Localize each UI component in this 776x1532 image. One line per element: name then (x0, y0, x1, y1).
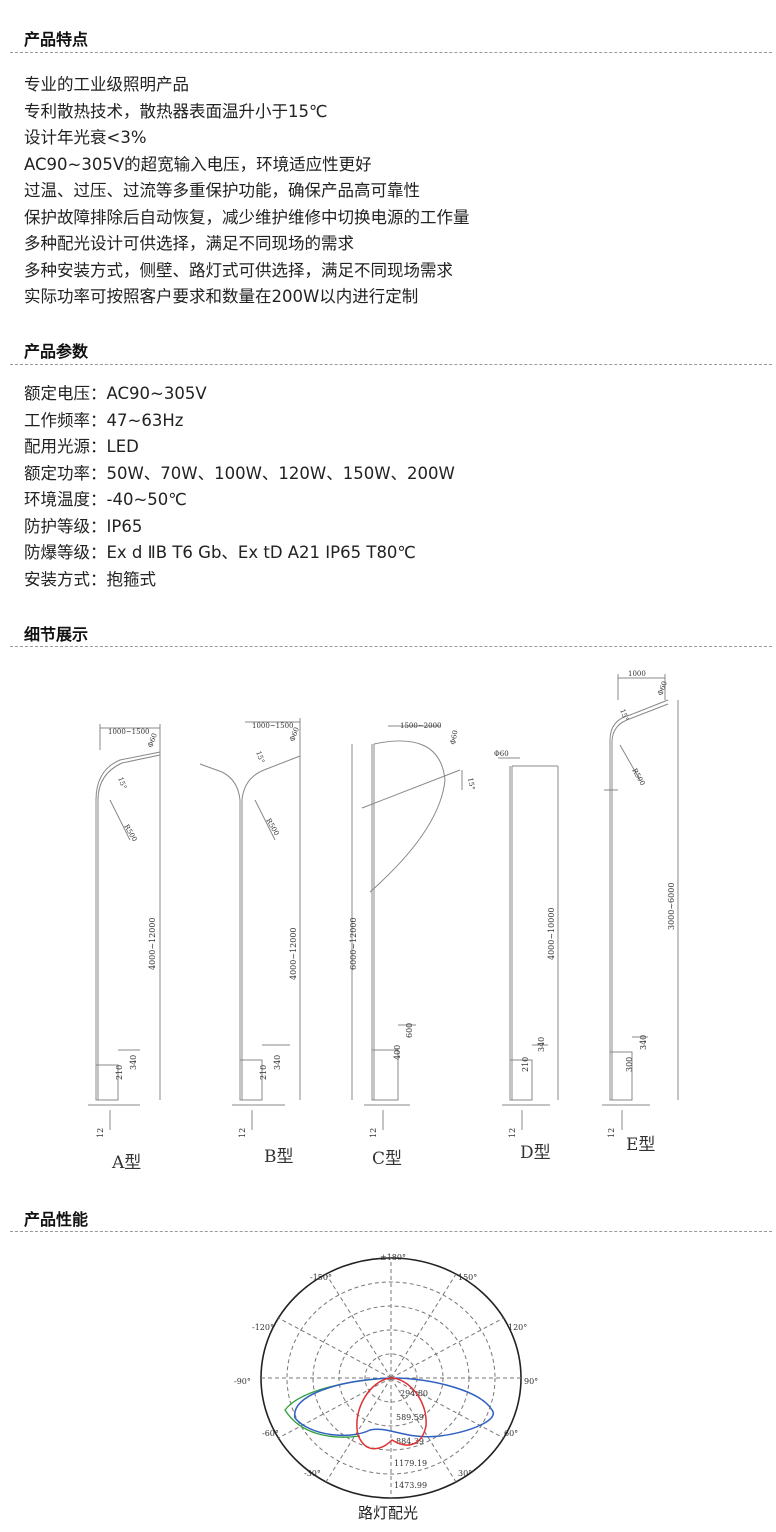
dim-label: 12 (238, 1128, 247, 1138)
dim-label: 15° (116, 776, 128, 790)
dim-label: 15° (466, 777, 476, 791)
features-list: 专业的工业级照明产品 专利散热技术，散热器表面温升小于15℃ 设计年光衰<3% … (24, 72, 470, 311)
pole-type-label: E型 (626, 1135, 655, 1155)
param-item: 环境温度：-40~50℃ (24, 490, 187, 509)
feature-item: 实际功率可按照客户要求和数量在200W以内进行定制 (24, 287, 419, 306)
dim-label: 600 (405, 1023, 414, 1038)
pole-b-drawing (199, 718, 301, 1130)
feature-item: 多种安装方式，侧壁、路灯式可供选择，满足不同现场需求 (24, 260, 453, 280)
angle-label: 60° (504, 1429, 518, 1438)
polar-spoke (390, 1317, 504, 1379)
dim-label: 210 (115, 1065, 124, 1080)
feature-item: 专利散热技术，散热器表面温升小于15℃ (24, 101, 328, 121)
ring-label: 589.59 (396, 1413, 424, 1422)
dim-label: 12 (96, 1128, 105, 1138)
curve-blue (294, 1377, 495, 1438)
dim-label: 210 (259, 1065, 268, 1080)
height-label: 6000~12000 (349, 917, 358, 970)
section-divider (10, 364, 772, 365)
polar-spoke (278, 1317, 392, 1379)
feature-item: 专业的工业级照明产品 (24, 75, 189, 94)
pole-type-label: A型 (111, 1153, 141, 1173)
pole-d-drawing (498, 757, 559, 1130)
dim-label: R500 (122, 823, 138, 843)
dim-label: 340 (129, 1055, 138, 1070)
curve-red (356, 1377, 427, 1450)
param-item: 额定功率：50W、70W、100W、120W、150W、200W (24, 463, 455, 483)
dim-label: 1000~1500 (252, 722, 294, 730)
height-label: 4000~10000 (547, 907, 556, 960)
section-divider (10, 52, 772, 53)
section-title-details: 细节展示 (24, 625, 89, 644)
angle-label: -60° (262, 1429, 279, 1438)
section-title-performance: 产品性能 (24, 1210, 89, 1229)
pole-c-drawing (351, 725, 463, 1130)
polar-spoke (390, 1273, 457, 1379)
dim-label: 12 (508, 1128, 517, 1138)
pole-drawings: 1000~1500 15° Φ60 R500 4000~12000 340 21… (88, 670, 679, 1173)
dim-label: 15° (618, 708, 630, 722)
feature-item: 保护故障排除后自动恢复，减少维护维修中切换电源的工作量 (24, 207, 470, 227)
dim-label: R500 (630, 767, 646, 787)
angle-label: ±180° (380, 1253, 406, 1262)
pole-type-label: B型 (264, 1147, 294, 1167)
dim-label: 300 (625, 1057, 634, 1072)
section-divider (10, 646, 772, 647)
feature-item: AC90~305V的超宽输入电压，环境适应性更好 (24, 154, 372, 174)
param-item: 配用光源：LED (24, 437, 139, 456)
param-item: 工作频率：47~63Hz (24, 410, 184, 430)
dim-label: 12 (607, 1128, 616, 1138)
dim-label: 1000~1500 (108, 728, 150, 736)
dim-label: 1000 (628, 670, 646, 678)
angle-label: 30° (458, 1469, 472, 1478)
dim-label: 15° (254, 750, 266, 764)
section-divider (10, 1231, 772, 1232)
polar-spoke (325, 1273, 392, 1379)
chart-caption: 路灯配光 (357, 1504, 418, 1522)
param-item: 额定电压：AC90~305V (24, 384, 207, 403)
pole-type-label: C型 (372, 1149, 402, 1169)
section-title-params: 产品参数 (24, 342, 89, 361)
dim-label: 340 (537, 1037, 546, 1052)
feature-item: 过温、过压、过流等多重保护功能，确保产品高可靠性 (24, 181, 420, 200)
height-label: 4000~12000 (148, 917, 157, 970)
angle-label: 150° (458, 1273, 477, 1282)
dim-label: 1500~2000 (400, 722, 442, 730)
dim-label: Φ60 (449, 730, 459, 746)
ring-label: 1179.19 (394, 1459, 427, 1468)
angle-label: -120° (252, 1323, 274, 1332)
dim-label: 340 (273, 1055, 282, 1070)
pole-a-drawing (88, 724, 161, 1130)
height-label: 4000~12000 (289, 927, 298, 980)
ring-label: 1473.99 (394, 1481, 427, 1490)
dim-label: 210 (521, 1057, 530, 1072)
dim-label: Φ60 (494, 750, 509, 758)
angle-label: 120° (508, 1323, 527, 1332)
angle-label: -90° (234, 1377, 251, 1386)
param-item: 防爆等级：Ex d ⅡB T6 Gb、Ex tD A21 IP65 T80℃ (24, 543, 416, 562)
angle-label: -150° (310, 1273, 332, 1282)
feature-item: 多种配光设计可供选择，满足不同现场的需求 (24, 234, 354, 253)
feature-item: 设计年光衰<3% (24, 128, 147, 147)
param-item: 防护等级：IP65 (24, 516, 143, 536)
dim-label: R500 (264, 817, 280, 837)
ring-label: 884.39 (396, 1437, 424, 1446)
ring-label: 294.80 (400, 1389, 428, 1398)
param-item: 安装方式：抱箍式 (24, 569, 156, 589)
section-title-features: 产品特点 (24, 30, 89, 49)
curve-green (284, 1377, 392, 1438)
params-list: 额定电压：AC90~305V 工作频率：47~63Hz 配用光源：LED 额定功… (24, 381, 455, 593)
polar-light-distribution: ±180° -150° 150° -120° 120° -90° 90° -60… (234, 1253, 538, 1499)
pole-e-drawing (602, 674, 679, 1130)
dim-label: 400 (393, 1045, 402, 1060)
pole-type-label: D型 (520, 1143, 551, 1163)
dim-label: 340 (639, 1035, 648, 1050)
polar-spoke (390, 1377, 504, 1439)
dim-label: 12 (369, 1128, 378, 1138)
dim-label: Φ60 (656, 680, 669, 697)
angle-label: 90° (524, 1377, 538, 1386)
angle-label: -30° (304, 1469, 321, 1478)
height-label: 3000~6000 (667, 883, 676, 930)
